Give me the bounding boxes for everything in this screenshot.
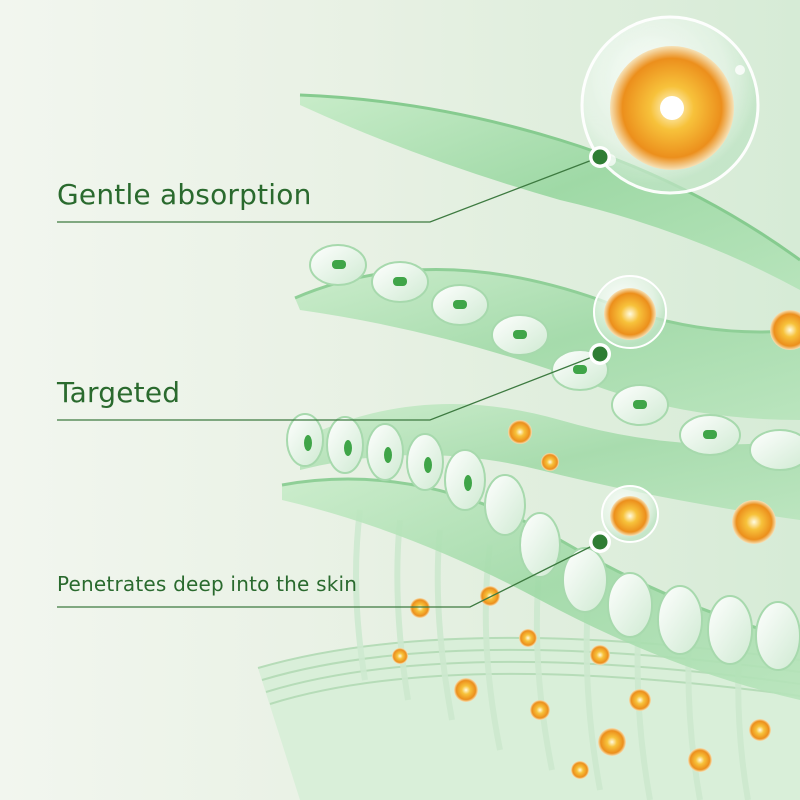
callout-targeted: Targeted: [57, 376, 181, 409]
cell-row-lower: [286, 413, 800, 671]
leader-line-3: [57, 541, 601, 608]
surface-layer: [299, 93, 800, 290]
leader-line-1: [57, 156, 601, 223]
marker-dots: [589, 146, 611, 553]
vitamin-capsule-icon: [392, 310, 800, 779]
vitamin-capsule-icon: [593, 275, 667, 349]
vitamin-capsule-icon: [601, 485, 659, 543]
callout-penetrates-deep: Penetrates deep into the skin: [57, 572, 358, 596]
callout-gentle-absorption: Gentle absorption: [57, 178, 312, 211]
leader-line-2: [57, 353, 601, 421]
leader-lines: [57, 156, 601, 608]
vitamin-capsule-icon: [580, 15, 760, 195]
